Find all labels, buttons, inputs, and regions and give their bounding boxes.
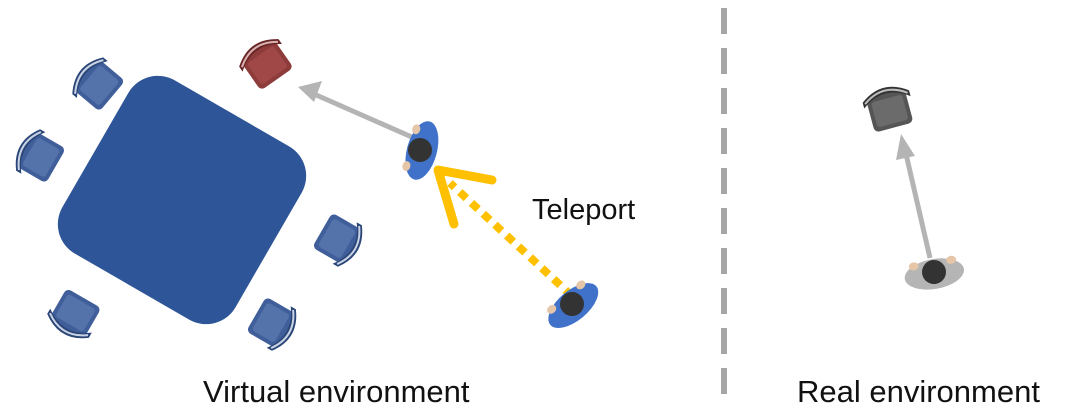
teleport-arrow	[433, 165, 575, 299]
chair-icon	[7, 123, 69, 188]
virtual-environment-caption: Virtual environment	[203, 374, 470, 409]
chair-icon	[64, 50, 129, 116]
chair-icon-red	[233, 30, 298, 94]
chair-icon	[309, 208, 371, 273]
gray-arrow	[298, 81, 416, 141]
chair-icon-real	[859, 80, 919, 135]
chair-icon	[243, 292, 305, 357]
chair-icon	[41, 285, 106, 347]
person-icon-real	[902, 253, 967, 294]
person-icon-origin	[540, 274, 606, 337]
table-icon	[57, 75, 307, 325]
gray-arrow-real	[896, 134, 933, 259]
teleport-label: Teleport	[532, 194, 636, 226]
real-environment-caption: Real environment	[797, 374, 1040, 409]
